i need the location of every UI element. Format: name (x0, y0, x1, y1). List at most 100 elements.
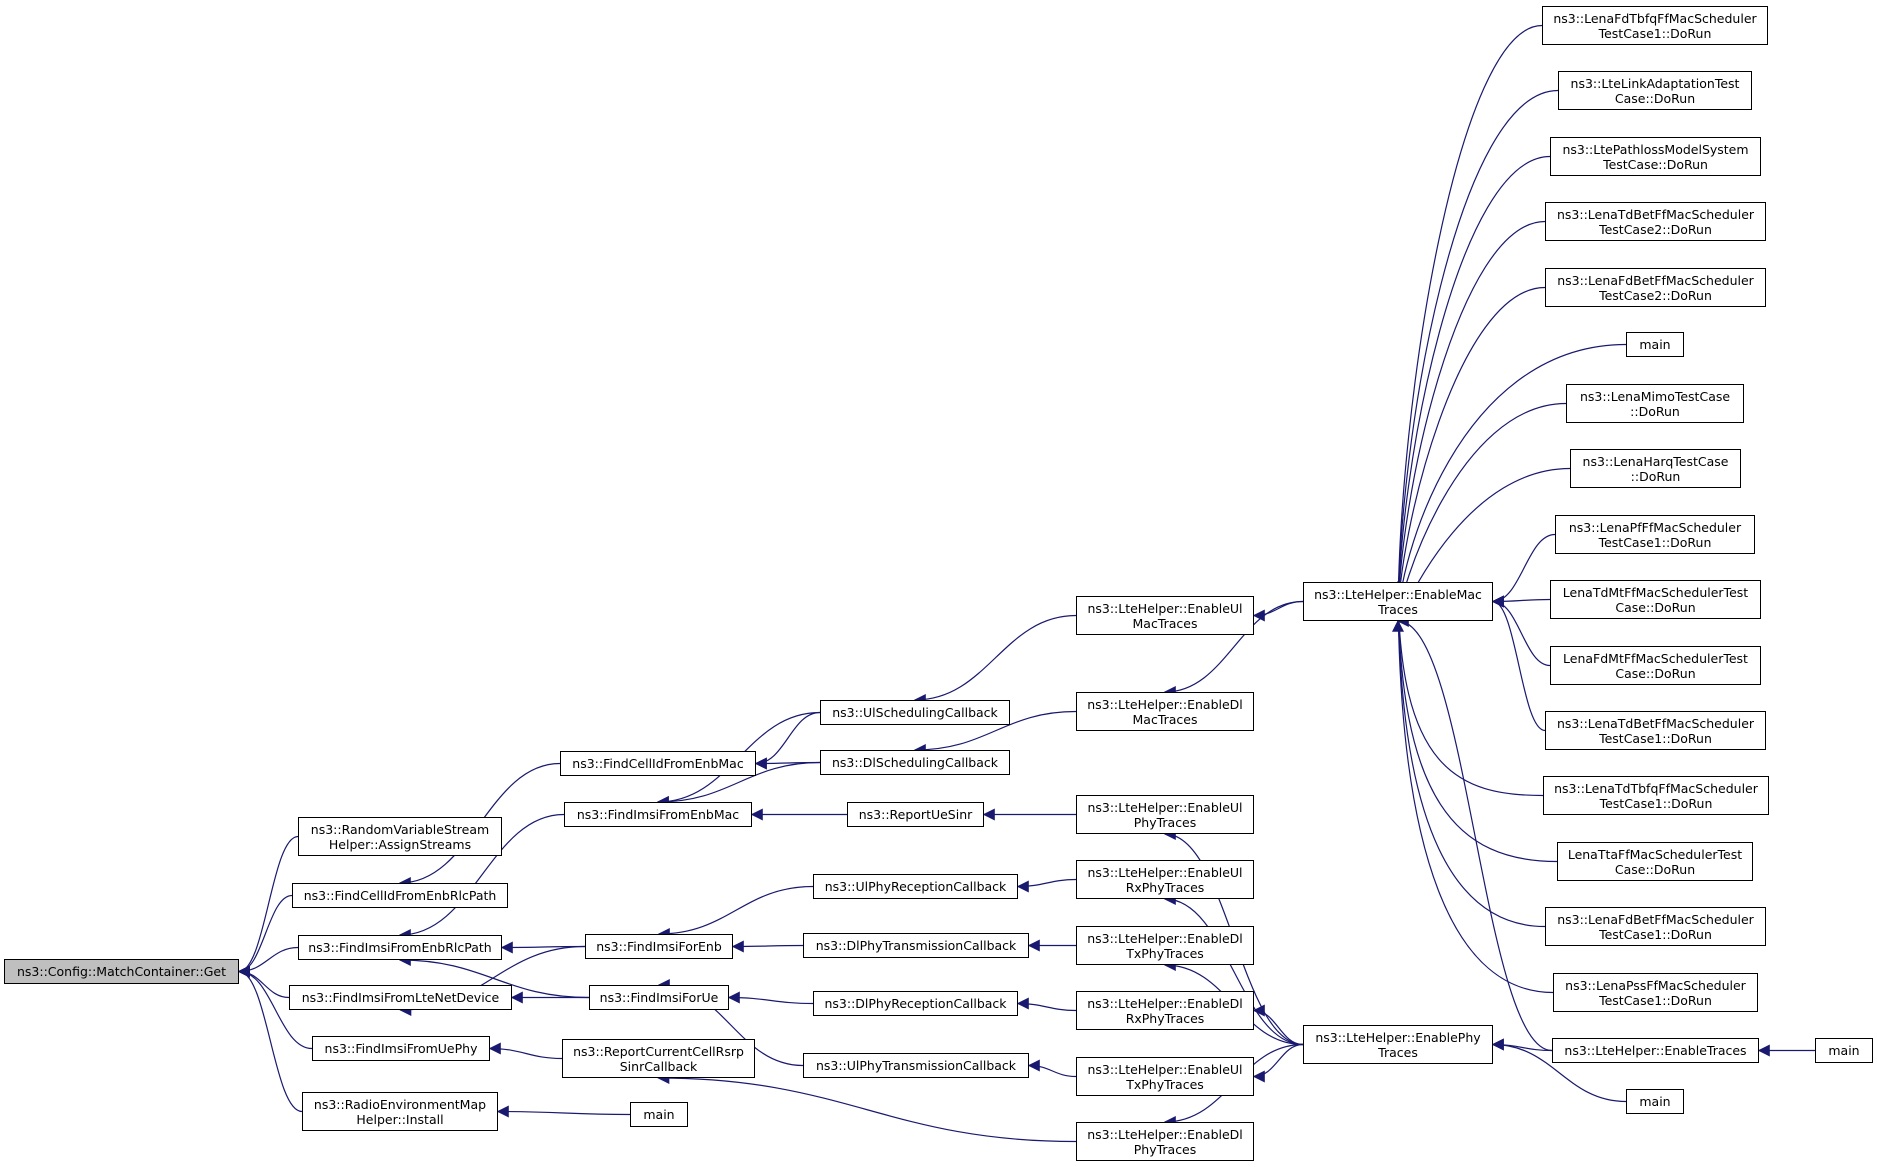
node-enableul-txphytraces[interactable]: ns3::LteHelper::EnableUl TxPhyTraces (1076, 1057, 1254, 1096)
node-findimsiforue[interactable]: ns3::FindImsiForUe (589, 985, 729, 1010)
node-label-line2: ::DoRun (1630, 468, 1681, 484)
node-ulphyreceptioncallback[interactable]: ns3::UlPhyReceptionCallback (813, 874, 1018, 899)
node-label-line1: ns3::LteHelper::EnableDl (1087, 930, 1243, 946)
node-lenafdbet-testcase2-dorun[interactable]: ns3::LenaFdBetFfMacScheduler TestCase2::… (1545, 268, 1766, 307)
node-dlschedulingcallback[interactable]: ns3::DlSchedulingCallback (820, 750, 1010, 775)
node-label-line1: ns3::LteLinkAdaptationTest (1570, 75, 1740, 91)
node-main-rem[interactable]: main (630, 1102, 688, 1127)
node-label: ns3::FindImsiForUe (599, 990, 719, 1005)
edge-t3-to-emac (1392, 155, 1551, 623)
node-lenatdbet-testcase1-dorun[interactable]: ns3::LenaTdBetFfMacScheduler TestCase1::… (1545, 711, 1766, 750)
node-label: ns3::DlSchedulingCallback (831, 755, 999, 770)
node-main-mac[interactable]: main (1626, 332, 1684, 357)
node-label-line1: ns3::LteHelper::EnableUl (1087, 600, 1243, 616)
node-findimsifromenbrlcpath[interactable]: ns3::FindImsiFromEnbRlcPath (298, 935, 502, 960)
node-enabledl-txphytraces[interactable]: ns3::LteHelper::EnableDl TxPhyTraces (1076, 926, 1254, 965)
node-label-line1: ns3::LenaFdBetFfMacScheduler (1557, 911, 1754, 927)
node-dlphytransmissioncallback[interactable]: ns3::DlPhyTransmissionCallback (803, 933, 1029, 958)
node-lenatdtbfq-testcase1-dorun[interactable]: ns3::LenaTdTbfqFfMacScheduler TestCase1:… (1543, 776, 1769, 815)
node-label: main (1828, 1043, 1860, 1058)
node-enableul-phytraces[interactable]: ns3::LteHelper::EnableUl PhyTraces (1076, 795, 1254, 834)
node-label-line1: ns3::LenaTdTbfqFfMacScheduler (1554, 780, 1758, 796)
node-label-line2: Case::DoRun (1614, 90, 1696, 106)
node-label: ns3::LteHelper::EnableTraces (1564, 1043, 1747, 1058)
edge-ulprc-to-fife (657, 885, 814, 940)
edge-rccrs-to-fifup (488, 1042, 563, 1060)
node-label-line2: RxPhyTraces (1125, 1010, 1205, 1026)
edge-t12-to-emac (1491, 595, 1546, 732)
node-reportcurrentcellrsrp-sinrcallback[interactable]: ns3::ReportCurrentCellRsrp SinrCallback (562, 1039, 755, 1078)
node-label: ns3::UlPhyReceptionCallback (824, 879, 1007, 894)
edge-t11-to-emac (1491, 595, 1551, 667)
node-findimsiforenb[interactable]: ns3::FindImsiForEnb (585, 934, 733, 959)
edge-t15-to-emac (1392, 580, 1546, 928)
node-main-enabletraces[interactable]: main (1815, 1038, 1873, 1063)
edge-ephy-to-eulrx (1163, 893, 1304, 1046)
node-label: ns3::ReportUeSinr (858, 807, 973, 822)
node-findimsifromltenetdevice[interactable]: ns3::FindImsiFromLteNetDevice (289, 985, 512, 1010)
node-dlphyreceptioncallback[interactable]: ns3::DlPhyReceptionCallback (813, 991, 1018, 1016)
edge-remh-to-root (237, 965, 303, 1113)
node-findcellidfromenbmac[interactable]: ns3::FindCellIdFromEnbMac (560, 751, 756, 776)
node-label: ns3::UlPhyTransmissionCallback (815, 1058, 1017, 1073)
node-lenatdmt-testcase-dorun[interactable]: LenaTdMtFfMacSchedulerTest Case::DoRun (1550, 580, 1761, 619)
edge-t9-to-emac (1491, 533, 1556, 608)
node-findcellidfromenbrlcpath[interactable]: ns3::FindCellIdFromEnbRlcPath (292, 883, 508, 908)
node-label-line2: TestCase1::DoRun (1599, 795, 1713, 811)
node-lenafdmt-testcase-dorun[interactable]: LenaFdMtFfMacSchedulerTest Case::DoRun (1550, 646, 1761, 685)
node-label-line1: ns3::LteHelper::EnableUl (1087, 1061, 1243, 1077)
node-ltepathlossmodelsystem-testcase-dorun[interactable]: ns3::LtePathlossModelSystem TestCase::Do… (1550, 137, 1761, 176)
node-label-line2: PhyTraces (1133, 1141, 1197, 1157)
node-enabledl-mactraces[interactable]: ns3::LteHelper::EnableDl MacTraces (1076, 692, 1254, 731)
edge-main_rem-to-remh (496, 1105, 631, 1118)
node-reportuesinr[interactable]: ns3::ReportUeSinr (847, 802, 984, 827)
node-label-line2: MacTraces (1132, 615, 1198, 631)
node-lenatta-testcase-dorun[interactable]: LenaTtaFfMacSchedulerTest Case::DoRun (1557, 842, 1753, 881)
node-enablemactraces[interactable]: ns3::LteHelper::EnableMac Traces (1303, 582, 1493, 621)
node-label: ns3::FindImsiForEnb (596, 939, 722, 954)
edge-fifup-to-root (237, 965, 313, 1050)
node-lenafdbet-testcase1-dorun[interactable]: ns3::LenaFdBetFfMacScheduler TestCase1::… (1545, 907, 1766, 946)
node-label: ns3::FindCellIdFromEnbMac (572, 756, 744, 771)
node-label-line2: Case::DoRun (1615, 665, 1696, 681)
edge-emac-to-eulmac (1252, 600, 1304, 622)
node-findimsifromuephy[interactable]: ns3::FindImsiFromUePhy (312, 1036, 490, 1061)
node-label-line1: ns3::LenaTdBetFfMacScheduler (1556, 206, 1755, 222)
node-enablephytraces[interactable]: ns3::LteHelper::EnablePhy Traces (1303, 1025, 1493, 1064)
node-randomvariablestream-helper-assignstreams[interactable]: ns3::RandomVariableStream Helper::Assign… (298, 817, 502, 856)
node-label: main (643, 1107, 675, 1122)
node-main-phy[interactable]: main (1626, 1089, 1684, 1114)
node-ltelinkadaptation-testcase-dorun[interactable]: ns3::LteLinkAdaptationTest Case::DoRun (1558, 71, 1752, 110)
node-label-line2: TestCase2::DoRun (1599, 287, 1712, 303)
node-label-line2: TxPhyTraces (1126, 1076, 1204, 1092)
node-lenapf-testcase1-dorun[interactable]: ns3::LenaPfFfMacScheduler TestCase1::DoR… (1555, 515, 1755, 554)
node-enabledl-phytraces[interactable]: ns3::LteHelper::EnableDl PhyTraces (1076, 1122, 1254, 1161)
node-label: main (1639, 1094, 1671, 1109)
node-label-line1: LenaTdMtFfMacSchedulerTest (1562, 584, 1749, 600)
node-lenamimo-testcase-dorun[interactable]: ns3::LenaMimoTestCase ::DoRun (1566, 384, 1744, 423)
node-label-line1: ns3::ReportCurrentCellRsrp (573, 1043, 744, 1059)
node-enabledl-rxphytraces[interactable]: ns3::LteHelper::EnableDl RxPhyTraces (1076, 991, 1254, 1030)
node-label-line2: Traces (1378, 601, 1418, 617)
node-findimsifromenbmac[interactable]: ns3::FindImsiFromEnbMac (564, 802, 752, 827)
node-label-line2: RxPhyTraces (1125, 879, 1205, 895)
node-label-line1: ns3::LteHelper::EnablePhy (1315, 1029, 1481, 1045)
node-enableul-rxphytraces[interactable]: ns3::LteHelper::EnableUl RxPhyTraces (1076, 860, 1254, 899)
node-label-line1: ns3::LenaFdTbfqFfMacScheduler (1553, 10, 1757, 26)
node-enableul-mactraces[interactable]: ns3::LteHelper::EnableUl MacTraces (1076, 596, 1254, 635)
node-lenafdtbfq-testcase1-dorun[interactable]: ns3::LenaFdTbfqFfMacScheduler TestCase1:… (1542, 6, 1768, 45)
node-matchcontainer-get[interactable]: ns3::Config::MatchContainer::Get (4, 959, 239, 984)
node-lenapss-testcase1-dorun[interactable]: ns3::LenaPssFfMacScheduler TestCase1::Do… (1553, 973, 1758, 1012)
node-lenatdbet-testcase2-dorun[interactable]: ns3::LenaTdBetFfMacScheduler TestCase2::… (1545, 202, 1766, 241)
edge-fifu-to-fifrp (398, 954, 590, 999)
node-label-line2: SinrCallback (619, 1058, 698, 1074)
node-radioenvironmentmap-helper-install[interactable]: ns3::RadioEnvironmentMap Helper::Install (302, 1092, 498, 1131)
node-label-line2: MacTraces (1132, 711, 1198, 727)
node-ltehelper-enabletraces[interactable]: ns3::LteHelper::EnableTraces (1552, 1038, 1759, 1063)
edge-dlsc-to-fifem (656, 761, 821, 808)
node-ulphytransmissioncallback[interactable]: ns3::UlPhyTransmissionCallback (803, 1053, 1029, 1078)
edge-edlrx-to-dlprc (1016, 997, 1077, 1012)
edge-ulsc-to-fcifem (754, 711, 821, 770)
node-ulschedulingcallback[interactable]: ns3::UlSchedulingCallback (820, 700, 1010, 725)
node-lenaharq-testcase-dorun[interactable]: ns3::LenaHarqTestCase ::DoRun (1570, 449, 1741, 488)
